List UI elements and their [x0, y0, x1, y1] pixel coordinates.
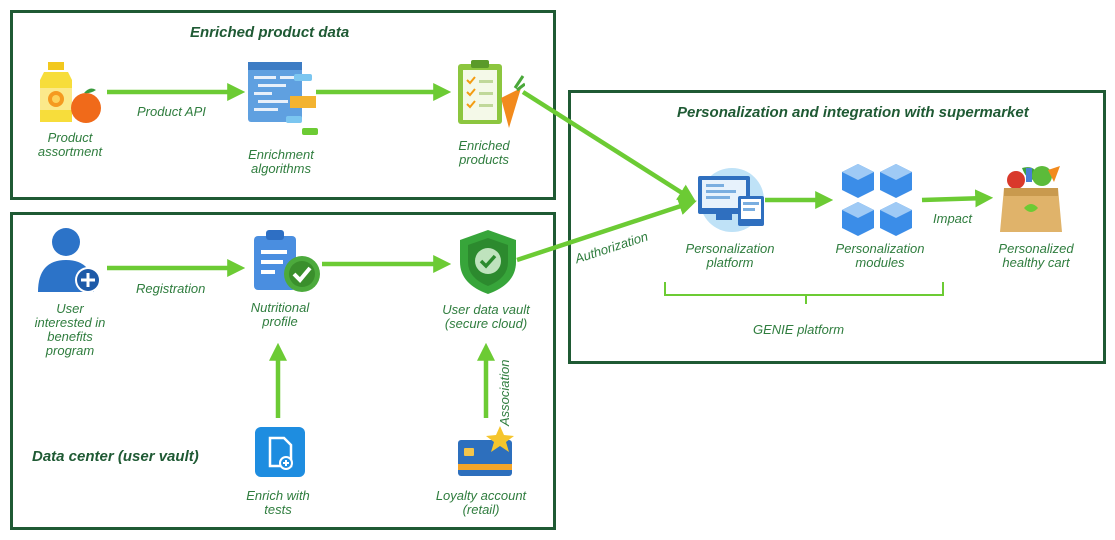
- edge-label-impact: Impact: [933, 211, 973, 226]
- data-center-box: [10, 212, 556, 530]
- edge-label-product-api: Product API: [137, 104, 206, 119]
- data-center-title: Data center (user vault): [32, 448, 199, 465]
- label-user-interested: User interested in benefits program: [34, 301, 106, 358]
- label-healthy-cart: Personalized healthy cart: [998, 241, 1074, 270]
- user-add-icon: [38, 228, 101, 293]
- label-product-assortment: Product assortment: [37, 130, 103, 159]
- personalization-title: Personalization and integration with sup…: [677, 104, 1029, 121]
- label-enriched-products: Enriched products: [458, 138, 510, 167]
- personalization-box: [568, 90, 1106, 364]
- label-loyalty-account: Loyalty account (retail): [435, 488, 527, 517]
- juice-orange-icon: [40, 62, 101, 123]
- shield-check-icon: [460, 230, 516, 294]
- grocery-bag-icon: [1000, 166, 1062, 232]
- label-enrich-tests: Enrich with tests: [246, 488, 310, 517]
- arrow-impact: [921, 189, 994, 208]
- label-enrichment-algorithms: Enrichment algorithms: [248, 147, 314, 176]
- label-personalization-platform: Personalization platform: [685, 241, 775, 270]
- arrow-authorization: [516, 197, 697, 263]
- clipboard-check-icon: [254, 230, 320, 292]
- label-personalization-modules: Personalization modules: [835, 241, 925, 270]
- genie-platform-label: GENIE platform: [753, 322, 845, 337]
- enriched-product-data-title: Enriched product data: [190, 24, 350, 41]
- algorithm-code-icon: [248, 62, 318, 135]
- checklist-carrot-icon: [458, 60, 525, 128]
- document-add-icon: [255, 427, 305, 477]
- label-user-data-vault: User data vault (secure cloud): [442, 302, 530, 331]
- edge-label-registration: Registration: [136, 281, 206, 296]
- enriched-product-data-box: [10, 10, 556, 200]
- label-nutritional-profile: Nutritional profile: [250, 300, 310, 329]
- arrow-enriched-to-platform: [521, 90, 697, 202]
- modules-blocks-icon: [842, 164, 912, 236]
- genie-platform-brace: [664, 282, 944, 304]
- platform-screens-icon: [698, 168, 764, 232]
- loyalty-card-star-icon: [458, 426, 514, 476]
- edge-label-association: Association: [497, 359, 512, 426]
